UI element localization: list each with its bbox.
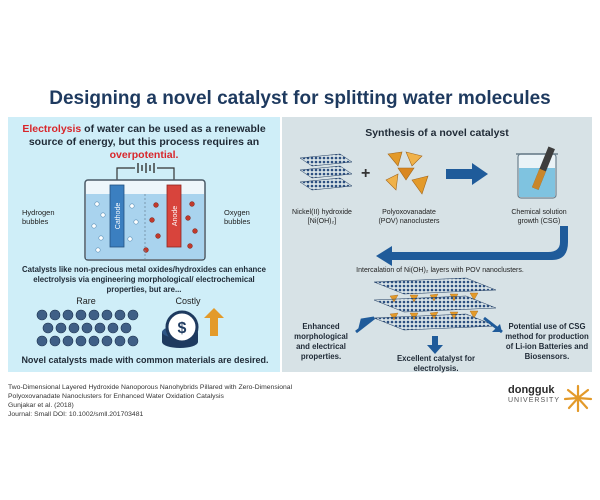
pov-line1: Polyoxovanadate xyxy=(382,209,436,216)
citation-line1: Two-Dimensional Layered Hydroxide Nanopo… xyxy=(8,384,293,391)
overpotential-word: overpotential. xyxy=(109,149,179,161)
excellent-catalyst-text: Excellent catalyst for electrolysis. xyxy=(396,354,475,373)
citation-line3: Gunjakar et al. (2018) xyxy=(8,402,74,409)
citation-line2: Polyoxovanadate Nanoclusters for Enhance… xyxy=(8,393,224,400)
nickel-line1: Nickel(II) hydroxide xyxy=(292,209,352,216)
costly-label: Costly xyxy=(175,296,201,306)
rare-label: Rare xyxy=(76,296,96,306)
university-logo-name: dongguk xyxy=(508,384,555,396)
nickel-hydroxide-layers-icon xyxy=(299,153,353,191)
arrow-down-icon xyxy=(427,336,443,354)
nickel-hydroxide-label: Nickel(II) hydroxide [Ni(OH)₂] xyxy=(282,208,362,226)
intercalation-text: Intercalation of Ni(OH)₂ layers with POV… xyxy=(356,267,524,274)
costly-coins-icon: $ xyxy=(162,308,224,348)
plus-sign: + xyxy=(361,165,371,182)
csg-line2: growth (CSG) xyxy=(517,218,561,225)
layered-hybrid-structure-icon xyxy=(373,277,497,331)
citation-line4: Journal: Small DOI: 10.1002/smll.2017034… xyxy=(8,411,144,418)
synthesis-title: Synthesis of a novel catalyst xyxy=(365,127,509,139)
csg-line1: Chemical solution xyxy=(511,209,567,216)
curved-arrow-icon xyxy=(376,226,568,266)
beaker-icon xyxy=(516,146,558,199)
catalysts-text: Catalysts like non-precious metal oxides… xyxy=(22,265,266,294)
hydrogen-bubbles-label: Hydrogen bubbles xyxy=(22,208,55,226)
arrow-right-down-icon xyxy=(483,316,503,334)
electrolysis-intro: Electrolysis of water can be used as a r… xyxy=(18,123,270,162)
intro-middle: of water can be used as a renewable sour… xyxy=(28,123,266,148)
potential-use-text: Potential use of CSG method for producti… xyxy=(505,322,589,361)
up-arrow-icon xyxy=(204,308,224,336)
csg-label: Chemical solution growth (CSG) xyxy=(504,208,574,226)
electrolysis-cell: Cathode Anode xyxy=(84,163,206,261)
rare-atoms-icon xyxy=(36,309,139,347)
university-emblem-icon xyxy=(563,384,593,412)
citation-block: Two-Dimensional Layered Hydroxide Nanopo… xyxy=(8,383,408,419)
electrolysis-word: Electrolysis xyxy=(22,123,82,135)
enhanced-properties-text: Enhanced morphological and electrical pr… xyxy=(294,322,348,361)
anode-label: Anode xyxy=(172,206,179,226)
pov-label: Polyoxovanadate (POV) nanoclusters xyxy=(372,208,446,226)
desired-text: Novel catalysts made with common materia… xyxy=(21,355,269,365)
cathode-label: Cathode xyxy=(115,203,122,230)
arrow-left-down-icon xyxy=(355,316,375,334)
dollar-sign: $ xyxy=(178,320,187,337)
nickel-line2: [Ni(OH)₂] xyxy=(307,218,337,225)
university-logo-sub: UNIVERSITY xyxy=(508,397,561,404)
battery-icon xyxy=(137,163,155,173)
right-arrow-icon xyxy=(446,163,488,185)
pov-line2: (POV) nanoclusters xyxy=(378,218,440,225)
pov-nanoclusters-icon xyxy=(385,151,429,195)
main-title: Designing a novel catalyst for splitting… xyxy=(49,88,551,109)
oxygen-bubbles-label: Oxygen bubbles xyxy=(224,208,251,226)
